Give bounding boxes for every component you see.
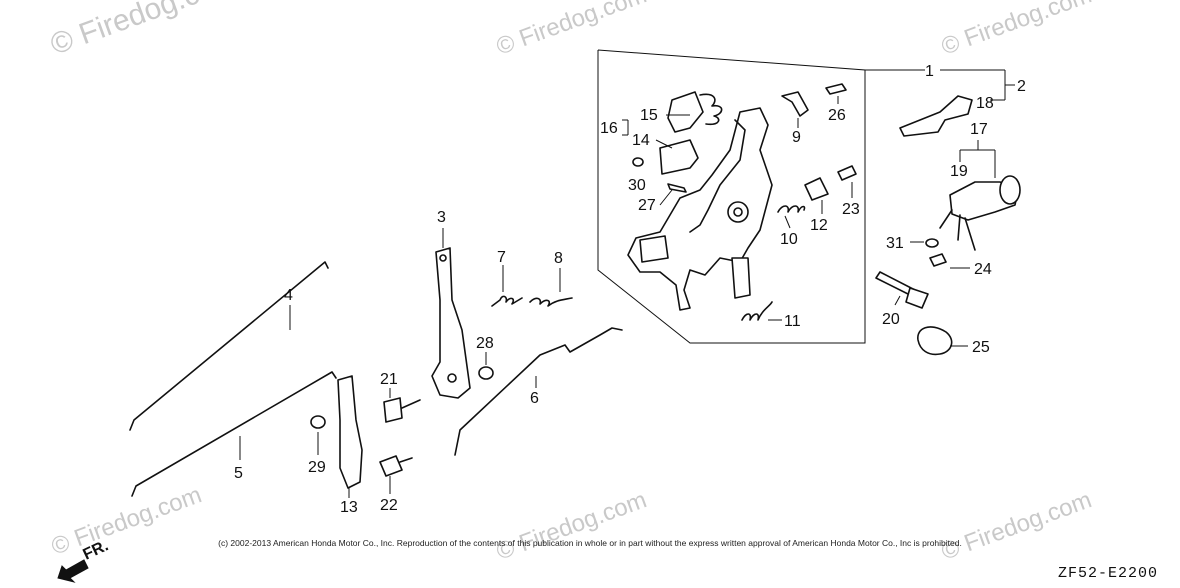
watermark-bottom-center: © Firedog.com bbox=[493, 486, 650, 565]
front-arrow-icon bbox=[57, 559, 89, 583]
callout-16: 16 bbox=[600, 120, 618, 137]
callout-1: 1 bbox=[925, 63, 934, 80]
part-28-nut bbox=[478, 366, 494, 380]
callout-8: 8 bbox=[554, 250, 563, 267]
part-7-spring bbox=[491, 295, 523, 307]
watermark-bottom-left: © Firedog.com bbox=[48, 481, 205, 560]
callout-22: 22 bbox=[380, 497, 398, 514]
callout-31: 31 bbox=[886, 235, 904, 252]
callout-20: 20 bbox=[882, 311, 900, 328]
callout-30: 30 bbox=[628, 177, 646, 194]
part-3-arm bbox=[431, 247, 471, 399]
callout-2: 2 bbox=[1017, 78, 1026, 95]
part-15-block bbox=[667, 91, 704, 133]
watermark-top-center: © Firedog.com bbox=[493, 0, 650, 61]
part-9-clip bbox=[781, 91, 809, 117]
callout-17: 17 bbox=[970, 121, 988, 138]
leader-lines bbox=[239, 96, 996, 498]
control-base-assembly bbox=[597, 49, 1015, 344]
part-30-washer bbox=[632, 157, 644, 167]
copyright-notice: (c) 2002-2013 American Honda Motor Co., … bbox=[218, 538, 962, 548]
diagram-code: ZF52-E2200 bbox=[1057, 565, 1158, 582]
watermark-top-left: © Firedog.com bbox=[46, 0, 243, 62]
callout-4: 4 bbox=[284, 287, 293, 304]
callout-28: 28 bbox=[476, 335, 494, 352]
callout-14: 14 bbox=[632, 132, 650, 149]
part-13-arm bbox=[337, 375, 363, 489]
callout-19: 19 bbox=[950, 163, 968, 180]
callout-24: 24 bbox=[974, 261, 992, 278]
part-8-spring bbox=[529, 297, 573, 307]
right-parts bbox=[875, 95, 1021, 356]
part-21-bolt bbox=[383, 397, 403, 423]
watermarks: © Firedog.com © Firedog.com © Firedog.co… bbox=[46, 0, 1095, 566]
part-22-bolt bbox=[379, 455, 403, 477]
part-29-washer bbox=[310, 415, 326, 429]
callout-27: 27 bbox=[638, 197, 656, 214]
part-18-bracket bbox=[899, 95, 973, 137]
part-12-collar bbox=[804, 177, 829, 201]
callout-26: 26 bbox=[828, 107, 846, 124]
assembly-outline bbox=[597, 49, 866, 344]
part-25-clamp bbox=[917, 326, 953, 356]
part-31-washer bbox=[925, 238, 939, 248]
watermark-bottom-right: © Firedog.com bbox=[938, 486, 1095, 565]
callout-11: 11 bbox=[784, 313, 801, 330]
callout-21: 21 bbox=[380, 371, 398, 388]
callout-6: 6 bbox=[530, 390, 539, 407]
callout-3: 3 bbox=[437, 209, 446, 226]
callout-13: 13 bbox=[340, 499, 358, 516]
watermark-top-right: © Firedog.com bbox=[938, 0, 1095, 61]
callout-12: 12 bbox=[810, 217, 828, 234]
part-14-switch bbox=[659, 139, 699, 175]
callout-29: 29 bbox=[308, 459, 326, 476]
callout-9: 9 bbox=[792, 129, 801, 146]
left-parts bbox=[129, 247, 623, 497]
callout-25: 25 bbox=[972, 339, 990, 356]
callout-labels: 1 2 3 4 5 6 7 8 9 10 11 12 13 14 15 16 1… bbox=[234, 63, 1026, 516]
callout-15: 15 bbox=[640, 107, 658, 124]
callout-5: 5 bbox=[234, 465, 243, 482]
callout-10: 10 bbox=[780, 231, 798, 248]
callout-23: 23 bbox=[842, 201, 860, 218]
part-6-rod bbox=[454, 327, 623, 456]
part-4-rod bbox=[129, 261, 329, 431]
callout-18: 18 bbox=[976, 95, 994, 112]
part-5-rod bbox=[131, 371, 337, 497]
callout-7: 7 bbox=[497, 249, 506, 266]
